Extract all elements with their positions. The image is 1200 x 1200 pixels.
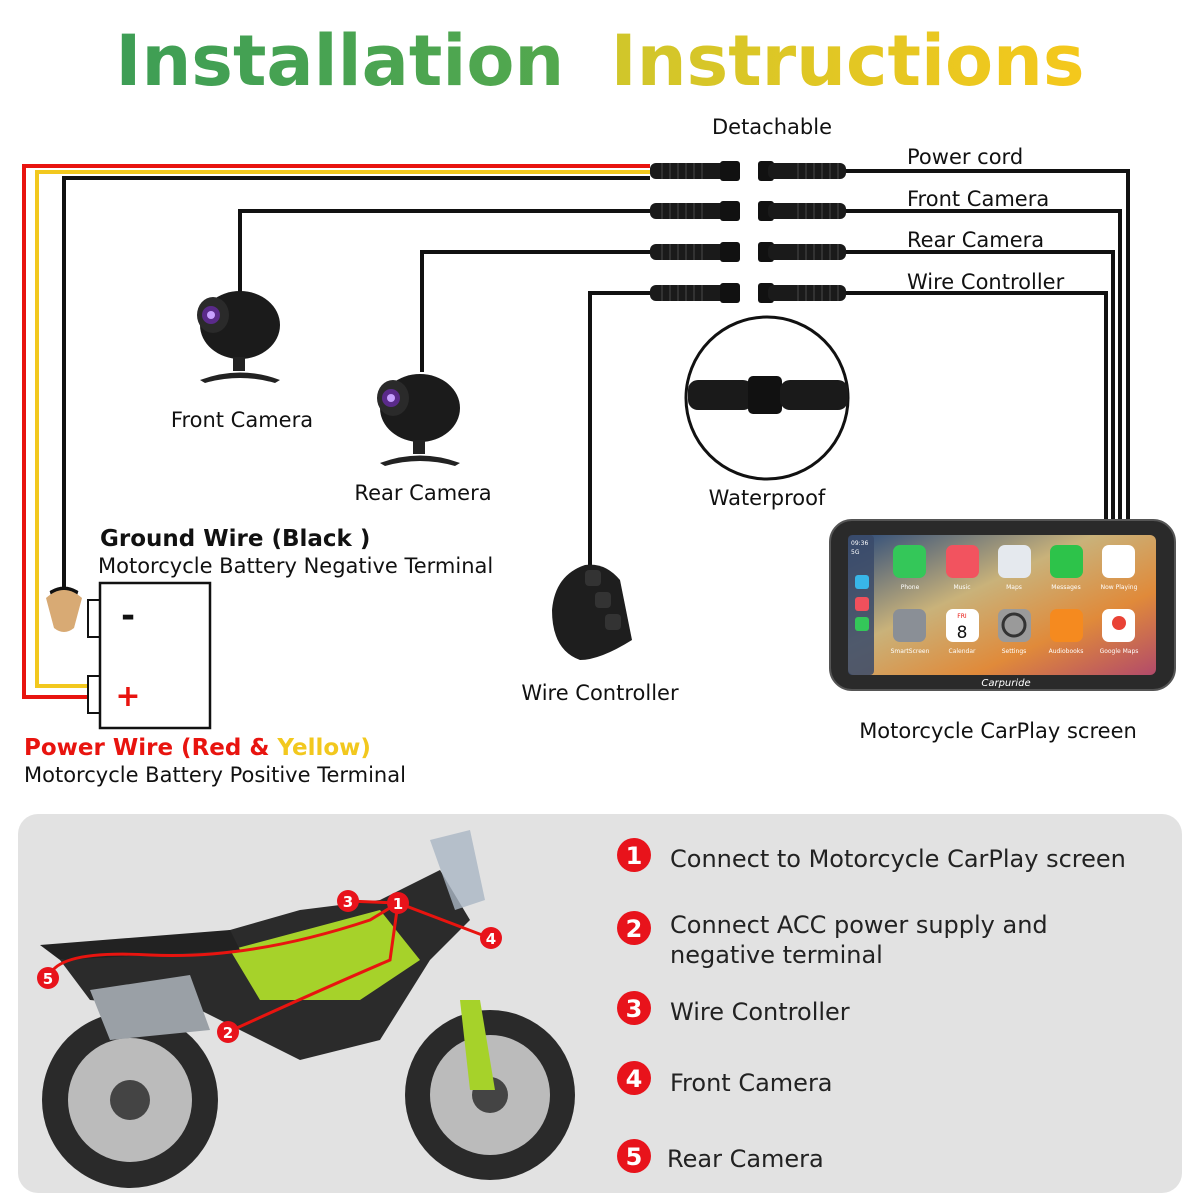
- moto-marker-4: 4: [486, 930, 496, 948]
- screen-signal: 5G: [851, 549, 860, 556]
- calendar-day: FRI: [957, 613, 967, 620]
- battery-positive-sign: +: [115, 679, 140, 714]
- moto-marker-1: 1: [393, 895, 403, 913]
- wire-controller-label: Wire Controller: [521, 681, 679, 705]
- app-smartscreen: SmartScreen: [891, 648, 930, 655]
- app-messages: Messages: [1051, 584, 1080, 591]
- legend-text-2a: Connect ACC power supply and: [670, 911, 1048, 939]
- battery-negative-sign: -: [121, 596, 135, 636]
- title-part2: Instructions: [611, 20, 1085, 102]
- title-part1: Installation: [115, 20, 564, 102]
- power-wire-title: Power Wire (Red & Yellow): [24, 735, 371, 761]
- front-camera-wire: [238, 209, 650, 292]
- connectors: [649, 160, 847, 304]
- cable-label-wire-controller: Wire Controller: [907, 270, 1065, 294]
- screen-label: Motorcycle CarPlay screen: [859, 719, 1137, 743]
- battery: - +: [46, 566, 212, 730]
- app-music: Music: [953, 584, 970, 591]
- detachable-label: Detachable: [712, 115, 832, 139]
- moto-marker-2: 2: [223, 1024, 233, 1042]
- wire-controller-image: [552, 564, 632, 660]
- legend-text-3: Wire Controller: [670, 998, 850, 1026]
- app-calendar: Calendar: [949, 648, 977, 655]
- app-phone: Phone: [901, 584, 920, 591]
- legend-text-5: Rear Camera: [667, 1145, 824, 1173]
- app-maps: Maps: [1006, 584, 1022, 591]
- app-google-maps: Google Maps: [1100, 648, 1139, 655]
- waterproof-label: Waterproof: [709, 486, 826, 510]
- yellow-power-wire: [35, 170, 650, 688]
- legend-text-4: Front Camera: [670, 1069, 833, 1097]
- legend-badge-3: 3: [626, 995, 643, 1023]
- legend-badge-2: 2: [626, 915, 643, 943]
- rear-camera-label: Rear Camera: [354, 481, 491, 505]
- power-wire-subtitle: Motorcycle Battery Positive Terminal: [24, 763, 406, 787]
- screen-time: 09:36: [851, 540, 868, 547]
- waterproof-detail: [684, 315, 850, 481]
- bottom-panel: [18, 814, 1182, 1193]
- ground-wire-title: Ground Wire (Black ): [100, 526, 370, 552]
- app-settings: Settings: [1002, 648, 1027, 655]
- front-camera-image: [197, 291, 280, 383]
- red-power-wire: [22, 164, 650, 699]
- motorcycle-image: 1 2 3 4 5: [37, 830, 575, 1188]
- legend-badge-1: 1: [626, 842, 643, 870]
- front-camera-label: Front Camera: [171, 408, 313, 432]
- legend-badge-5: 5: [626, 1143, 643, 1171]
- ground-wire-subtitle: Motorcycle Battery Negative Terminal: [98, 554, 493, 578]
- page-title: Installation Instructions: [115, 20, 1084, 102]
- left-wires: [22, 164, 650, 699]
- cable-label-front-camera: Front Camera: [907, 187, 1049, 211]
- carplay-screen: 09:36 5G Phone Music Maps Messages Now P…: [829, 519, 1176, 691]
- moto-marker-5: 5: [43, 970, 53, 988]
- app-audiobooks: Audiobooks: [1049, 648, 1084, 655]
- rear-camera-image: [377, 374, 460, 466]
- app-now-playing: Now Playing: [1101, 584, 1138, 591]
- cable-label-power: Power cord: [907, 145, 1023, 169]
- cable-label-rear-camera: Rear Camera: [907, 228, 1044, 252]
- black-ground-wire: [62, 176, 650, 566]
- legend: 1 2 3 4 5 Connect to Motorcycle CarPlay …: [617, 838, 1126, 1173]
- calendar-date: 8: [957, 623, 968, 643]
- wire-controller-wire: [588, 291, 650, 565]
- moto-marker-3: 3: [343, 893, 353, 911]
- rear-camera-wire: [420, 250, 650, 372]
- screen-brand-logo: Carpuride: [981, 678, 1030, 689]
- legend-badge-4: 4: [626, 1065, 643, 1093]
- legend-text-2b: negative terminal: [670, 941, 883, 969]
- right-wires: [846, 169, 1130, 522]
- legend-text-1: Connect to Motorcycle CarPlay screen: [670, 845, 1126, 873]
